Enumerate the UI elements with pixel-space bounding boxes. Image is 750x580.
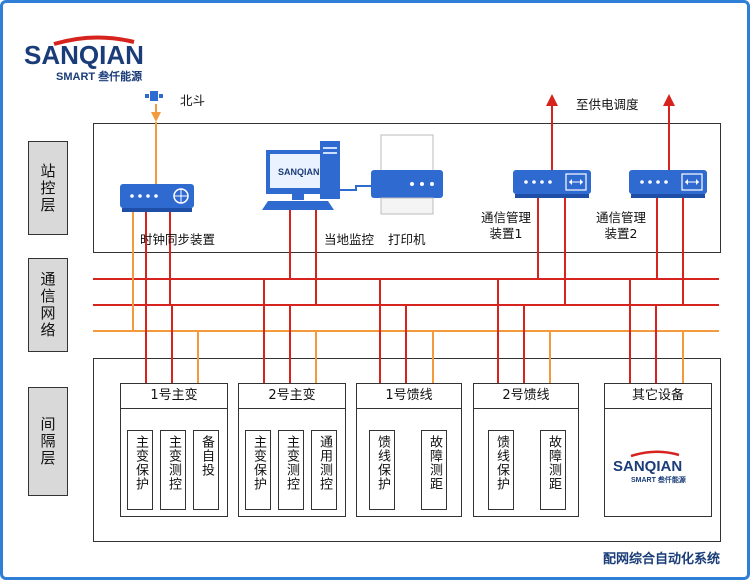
svg-text:SANQIAN: SANQIAN (613, 458, 682, 475)
comm-manager-2-label: 通信管理装置2 (595, 210, 646, 241)
computer-icon: SANQIAN (262, 141, 340, 210)
bay-cell: 馈线保护 (488, 430, 514, 510)
side-label-station: 站控层 (28, 141, 68, 235)
side-label-comm: 通信网络 (28, 258, 68, 352)
bay-cell: 备自投 (193, 430, 219, 510)
bay-cell: 主变测控 (278, 430, 304, 510)
bay-unit-transformer-1: 1号主变 主变保护 主变测控 备自投 (120, 383, 228, 517)
bay-unit-title: 2号馈线 (474, 384, 578, 409)
bay-unit-feeder-1: 1号馈线 馈线保护 故障测距 (356, 383, 462, 517)
sanqian-logo: SANQIAN SMART 叁仟能源 (24, 34, 194, 84)
svg-text:SANQIAN: SANQIAN (278, 167, 320, 177)
svg-text:SANQIAN: SANQIAN (24, 40, 144, 70)
beidou-label: 北斗 (180, 93, 206, 108)
svg-text:SMART 叁仟能源: SMART 叁仟能源 (631, 475, 686, 484)
bay-cell: 主变保护 (245, 430, 271, 510)
bay-unit-title: 2号主变 (239, 384, 345, 409)
bay-cell: 故障测距 (421, 430, 447, 510)
bay-unit-title: 1号馈线 (357, 384, 461, 409)
satellite-icon (145, 91, 163, 101)
bay-unit-transformer-2: 2号主变 主变保护 主变测控 通用测控 (238, 383, 346, 517)
bay-unit-title: 其它设备 (605, 384, 711, 409)
bay-unit-feeder-2: 2号馈线 馈线保护 故障测距 (473, 383, 579, 517)
local-monitor-label: 当地监控 (324, 232, 375, 247)
bay-cell: 馈线保护 (369, 430, 395, 510)
comm-manager-1-label: 通信管理装置1 (480, 210, 531, 241)
svg-text:SMART 叁仟能源: SMART 叁仟能源 (56, 69, 142, 83)
clock-sync-device-icon (120, 184, 194, 212)
bay-unit-title: 1号主变 (121, 384, 227, 409)
dispatch-label: 至供电调度 (576, 97, 639, 112)
bay-cell: 通用测控 (311, 430, 337, 510)
sanqian-logo-small: SANQIAN SMART 叁仟能源 (611, 448, 707, 488)
side-label-bay: 间隔层 (28, 387, 68, 496)
printer-label: 打印机 (388, 232, 426, 247)
bay-cell: 主变测控 (160, 430, 186, 510)
printer-icon (371, 134, 443, 215)
bay-cell: 主变保护 (127, 430, 153, 510)
comm-manager-1-icon (513, 170, 591, 198)
comm-manager-2-icon (629, 170, 707, 198)
clock-sync-label: 时钟同步装置 (140, 232, 216, 247)
bay-cell: 故障测距 (540, 430, 566, 510)
bay-unit-other: 其它设备 SANQIAN SMART 叁仟能源 (604, 383, 712, 517)
diagram-caption: 配网综合自动化系统 (602, 552, 720, 567)
